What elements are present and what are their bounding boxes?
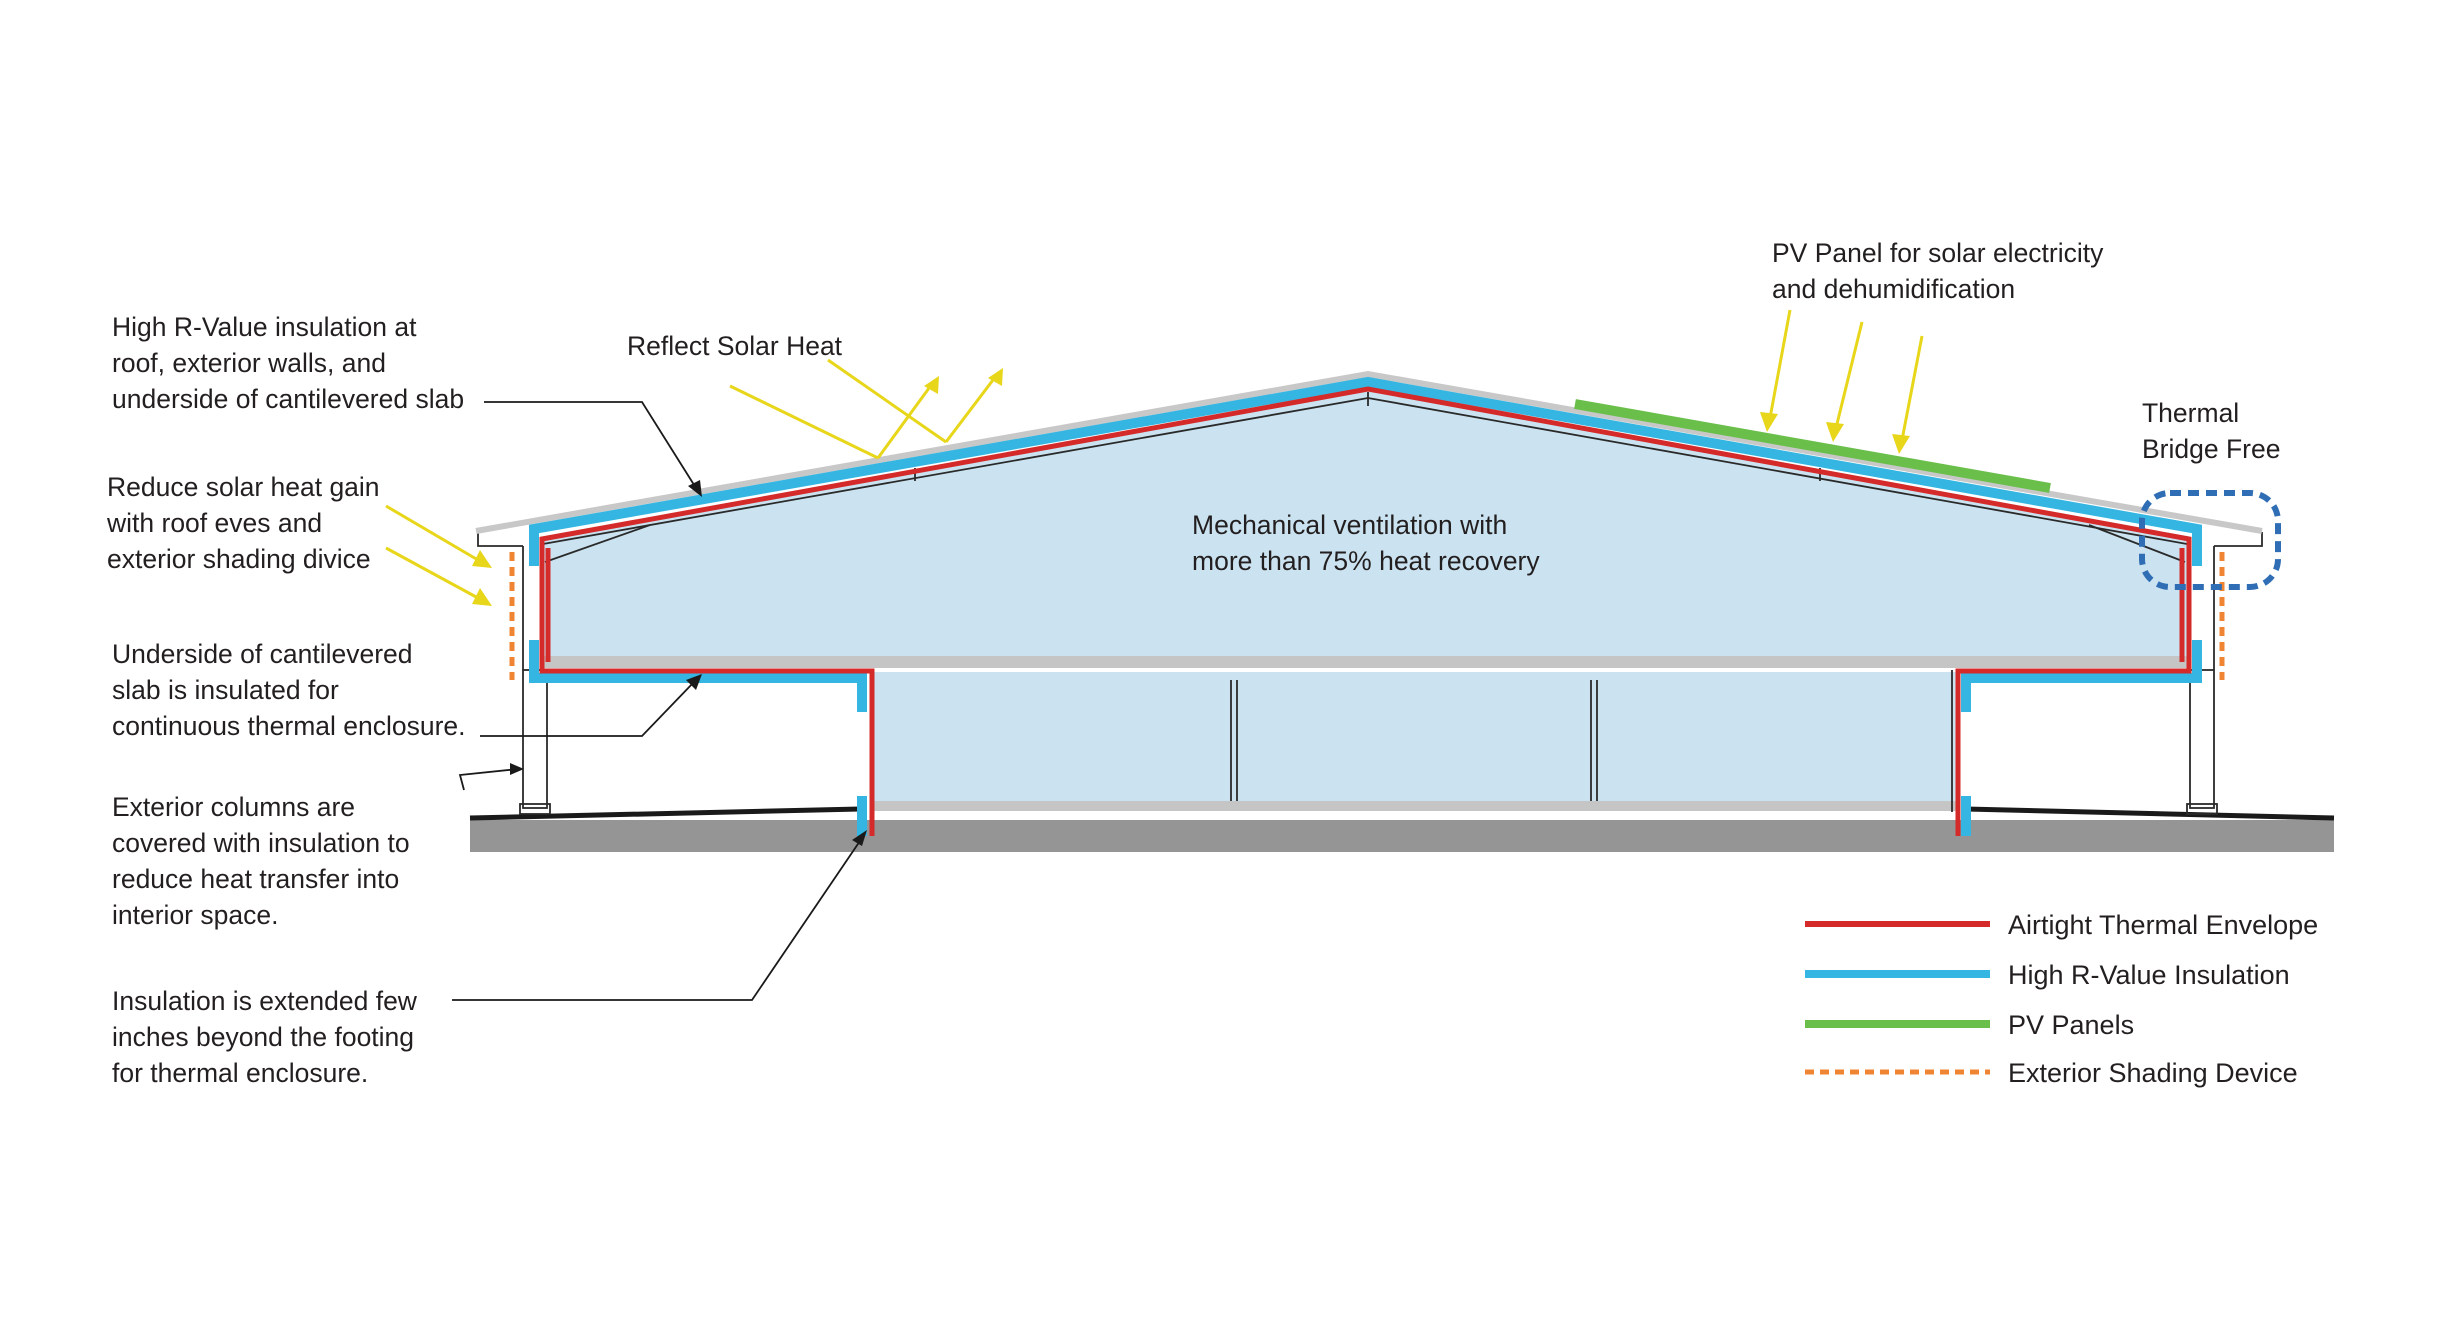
right-column-base [2186,803,2218,815]
shading-ray-1-head [472,550,492,568]
leader-underside-head [686,674,702,690]
exterior-shading [509,552,2225,680]
upper-slab [543,656,2187,668]
shading-ray-1 [385,504,479,562]
truss-strut-left [544,524,651,563]
incoming-ray-1 [729,384,879,460]
leader-high-r-head [688,480,702,497]
note-high-r-value: High R-Value insulation at roof, exterio… [112,312,464,414]
pv-ray-2-head [1826,422,1844,442]
thermal-envelope [539,386,2192,836]
note-reduce-solar: Reduce solar heat gain with roof eves an… [106,472,387,574]
pv-ray-3-head [1892,434,1910,454]
structure [477,392,2263,815]
note-exterior-columns: Exterior columns are covered with insula… [112,792,417,930]
ground [469,806,2335,852]
leader-columns [458,768,519,791]
note-insulation-footing: Insulation is extended few inches beyond… [112,986,424,1088]
note-ventilation: Mechanical ventilation with more than 75… [1192,510,1540,576]
ground-slab [470,820,2334,852]
note-underside-slab: Underside of cantilevered slab is insula… [112,639,466,741]
left-column-base [519,803,551,815]
upper-floor-fill [543,390,2187,656]
shading-ray-2-head [472,588,492,606]
left-eave [477,532,523,547]
pv-ray-3 [1900,335,1924,441]
legend: Airtight Thermal Envelope High R-Value I… [1805,910,2318,1088]
pv-ray-1-head [1760,412,1778,432]
right-column [2189,669,2215,809]
shading-ray-2 [385,546,479,600]
grade-line-left [469,806,861,821]
insulation-right-slab [1961,640,2202,712]
solar-arrows [385,309,1924,606]
leader-footing [452,837,863,1001]
reflected-ray-2-head [988,368,1003,386]
note-pv-panel: PV Panel for solar electricity and dehum… [1772,238,2111,304]
leader-high-r [484,401,697,489]
note-thermal-bridge: Thermal Bridge Free [2142,398,2280,464]
reflected-ray-1 [876,383,934,459]
left-column [522,669,548,809]
note-reflect-solar: Reflect Solar Heat [627,331,843,361]
incoming-ray-2 [827,358,947,444]
envelope-main [539,386,2192,836]
legend-label-insulation: High R-Value Insulation [2008,960,2290,990]
leader-underside [480,681,695,737]
lower-floor-fill [872,672,1958,809]
thermal-bridge-marker [2139,490,2281,590]
ceiling-truss-left [542,397,1369,545]
annotations: High R-Value insulation at roof, exterio… [106,238,2280,1088]
truss-strut-right [2088,524,2186,563]
legend-label-envelope: Airtight Thermal Envelope [2008,910,2318,940]
leader-columns-head [510,763,524,775]
roof-edge [475,370,2263,534]
legend-label-shading: Exterior Shading Device [2008,1058,2298,1088]
leader-footing-head [852,830,867,846]
grade-line-right [1965,806,2335,821]
slabs [543,656,2187,811]
legend-label-pv: PV Panels [2008,1010,2134,1040]
insulation-roof [529,376,2202,566]
interior-space [543,390,2187,809]
reflected-ray-1-head [924,376,939,394]
pv-panels [1574,399,2051,493]
leader-lines [452,401,867,1001]
pv-ray-1 [1768,309,1792,419]
right-eave [2214,532,2263,547]
reflected-ray-2 [944,375,998,443]
ceiling-truss-right [1367,397,2188,545]
pv-ray-2 [1834,321,1864,429]
lower-floor-slab [872,801,1958,811]
